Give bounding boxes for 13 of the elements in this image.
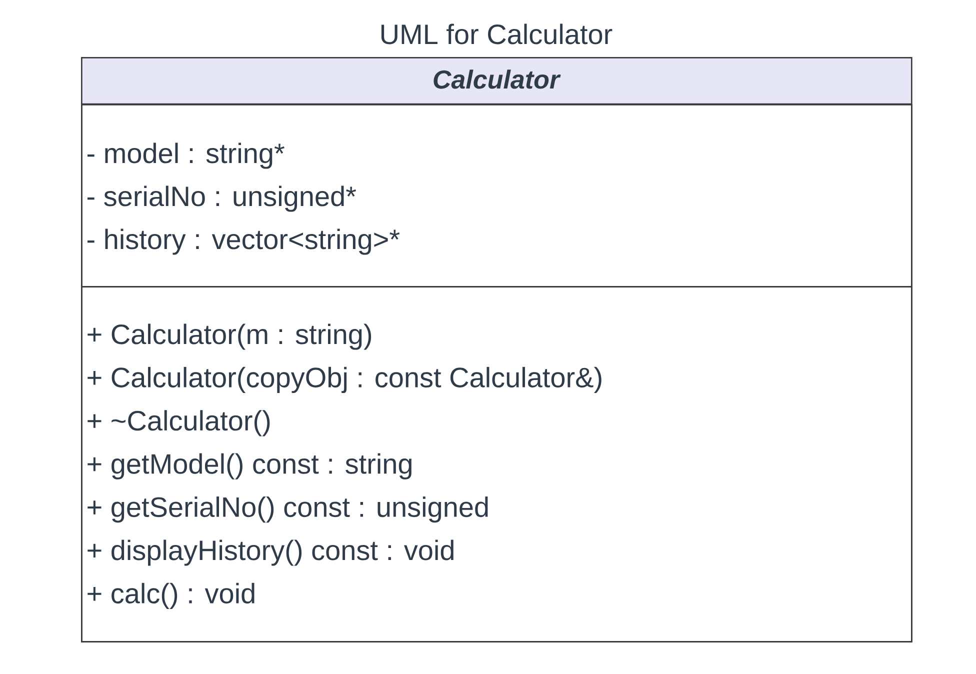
method-text: + Calculator(m : string)	[88, 324, 372, 350]
method-text: + calc() : void	[88, 582, 254, 609]
method-text: + displayHistory() const : void	[88, 540, 454, 566]
compartment	[81, 286, 912, 642]
method-text: + getModel() const : string	[88, 453, 412, 480]
method-text: + ~Calculator()	[88, 410, 270, 436]
method-text: + getSerialNo() const : unsigned	[88, 496, 488, 523]
title: UML for Calculator	[381, 24, 612, 44]
attribute-text: - history : vector<string>*	[88, 228, 400, 255]
method-text: + Calculator(copyObj : const Calculator&)	[88, 366, 602, 393]
attribute-text: - model : string*	[88, 142, 284, 169]
attribute-text: - serialNo : unsigned*	[88, 186, 356, 212]
compartment	[81, 104, 912, 288]
